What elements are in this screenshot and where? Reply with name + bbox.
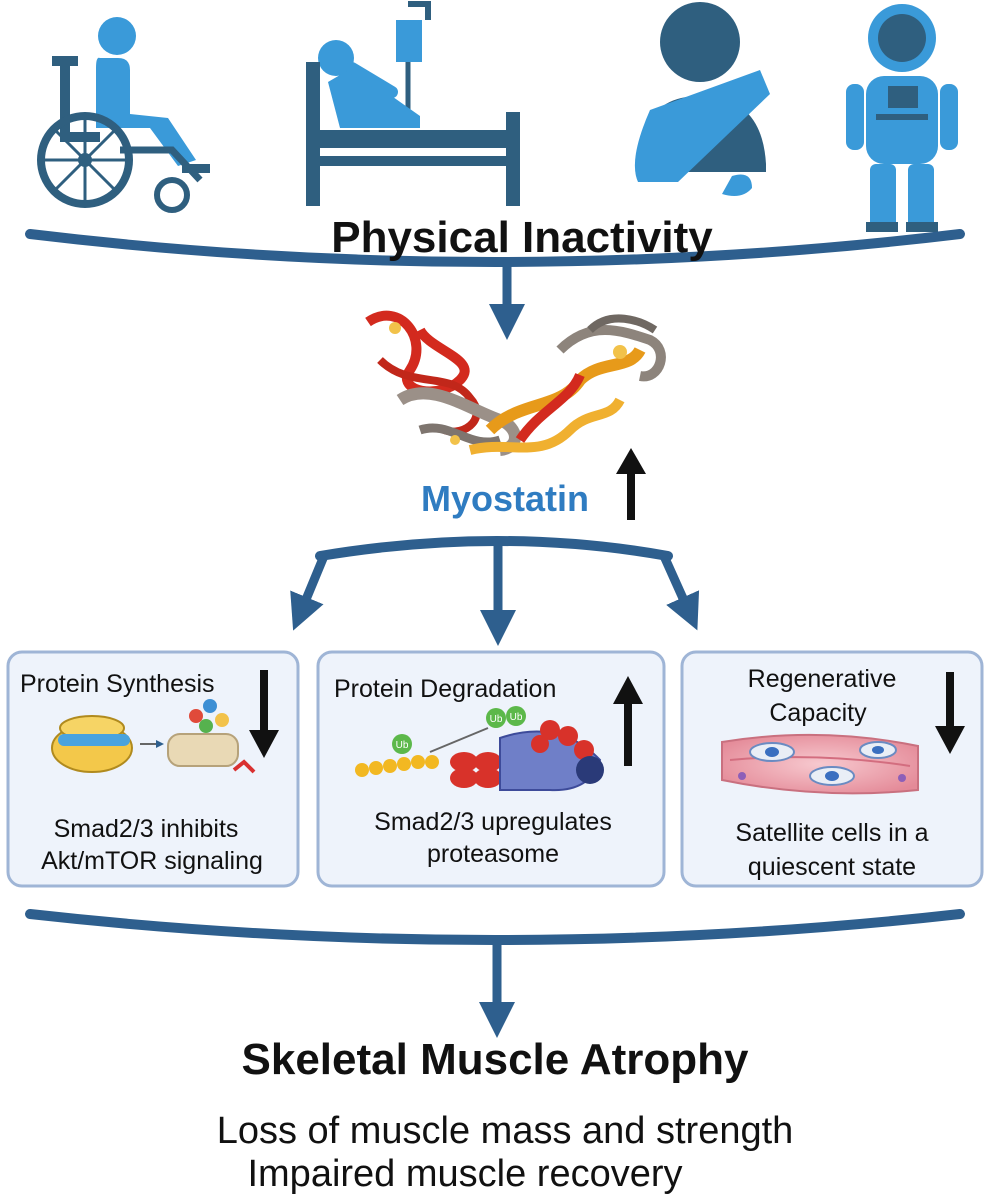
- ub-badge-1: Ub: [396, 740, 409, 751]
- footer-line1: Loss of muscle mass and strength: [217, 1110, 794, 1152]
- protein-synthesis-box: Protein Synthesis Smad2/3 inhibits Akt/m…: [6, 650, 300, 888]
- protein-degradation-up-arrow-icon: [613, 676, 643, 766]
- regenerative-capacity-desc-line2: quiescent state: [748, 853, 916, 881]
- astronaut-icon: [846, 4, 958, 232]
- myostatin-protein-structure: [365, 310, 666, 456]
- top-bracket-curve: [25, 229, 965, 267]
- protein-degradation-title: Protein Degradation: [334, 675, 556, 703]
- regenerative-capacity-desc-line1: Satellite cells in a: [735, 819, 928, 847]
- header-title: Physical Inactivity: [331, 213, 713, 262]
- myostatin-label: Myostatin: [421, 478, 589, 519]
- regenerative-capacity-title-line1: Regenerative: [748, 665, 897, 693]
- protein-degradation-desc-line1: Smad2/3 upregulates: [374, 808, 612, 836]
- branch-arrow-right: [659, 554, 700, 631]
- satellite-cells-illustration: [721, 733, 919, 795]
- regenerative-capacity-down-arrow-icon: [935, 672, 965, 754]
- protein-synthesis-down-arrow-icon: [249, 670, 279, 758]
- arm-sling-person-icon: [634, 2, 770, 196]
- ub-badge-3: Ub: [510, 712, 523, 723]
- wheelchair-user-icon: [37, 17, 210, 213]
- hospital-bed-patient-icon: [306, 1, 520, 206]
- regenerative-capacity-box: Regenerative Capacity Satellite cells in…: [680, 650, 984, 888]
- footer-title: Skeletal Muscle Atrophy: [242, 1035, 749, 1084]
- footer-line2: Impaired muscle recovery: [247, 1153, 682, 1195]
- myostatin-up-arrow-icon: [616, 448, 646, 520]
- protein-synthesis-desc-line1: Smad2/3 inhibits: [54, 815, 239, 843]
- protein-degradation-desc-line2: proteasome: [427, 840, 559, 868]
- protein-degradation-box: Protein Degradation Ub Ub Ub: [316, 650, 666, 888]
- bottom-bracket-curve: [25, 909, 965, 945]
- ribosome-protein-synthesis-illustration: [51, 699, 256, 774]
- branch-curve: [315, 536, 673, 561]
- branch-arrow-left: [290, 554, 329, 631]
- protein-synthesis-title: Protein Synthesis: [20, 670, 215, 698]
- ubiquitin-proteasome-illustration: Ub Ub Ub: [355, 706, 604, 792]
- ub-badge-2: Ub: [490, 714, 503, 725]
- regenerative-capacity-title-line2: Capacity: [769, 699, 867, 727]
- protein-synthesis-desc-line2: Akt/mTOR signaling: [41, 847, 263, 875]
